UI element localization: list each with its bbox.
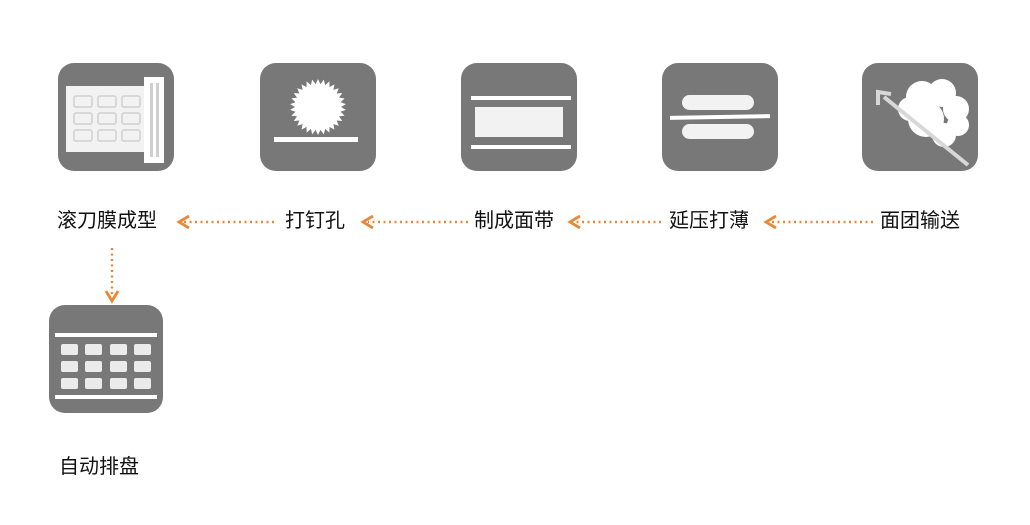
step-label-auto-tray: 自动排盘 bbox=[59, 454, 139, 478]
dough-sheet-icon bbox=[461, 63, 577, 171]
pin-punch-icon bbox=[260, 63, 376, 171]
step-label-roller-cutting: 滚刀膜成型 bbox=[57, 208, 157, 232]
step-label-hole-punching: 打钉孔 bbox=[285, 208, 345, 232]
step-label-dough-conveying: 面团输送 bbox=[880, 208, 960, 232]
flow-arrow bbox=[567, 214, 661, 230]
flow-arrow bbox=[763, 214, 873, 230]
press-rollers-icon bbox=[662, 63, 778, 171]
step-label-rolling-thin: 延压打薄 bbox=[669, 208, 749, 232]
flow-arrow-down bbox=[104, 248, 120, 304]
dough-conveyor-icon bbox=[862, 63, 978, 171]
roller-cutter-icon bbox=[58, 63, 174, 171]
flow-arrow bbox=[360, 214, 468, 230]
flow-arrow bbox=[176, 214, 274, 230]
tray-grid-icon bbox=[49, 305, 163, 413]
step-label-sheet-forming: 制成面带 bbox=[474, 208, 554, 232]
